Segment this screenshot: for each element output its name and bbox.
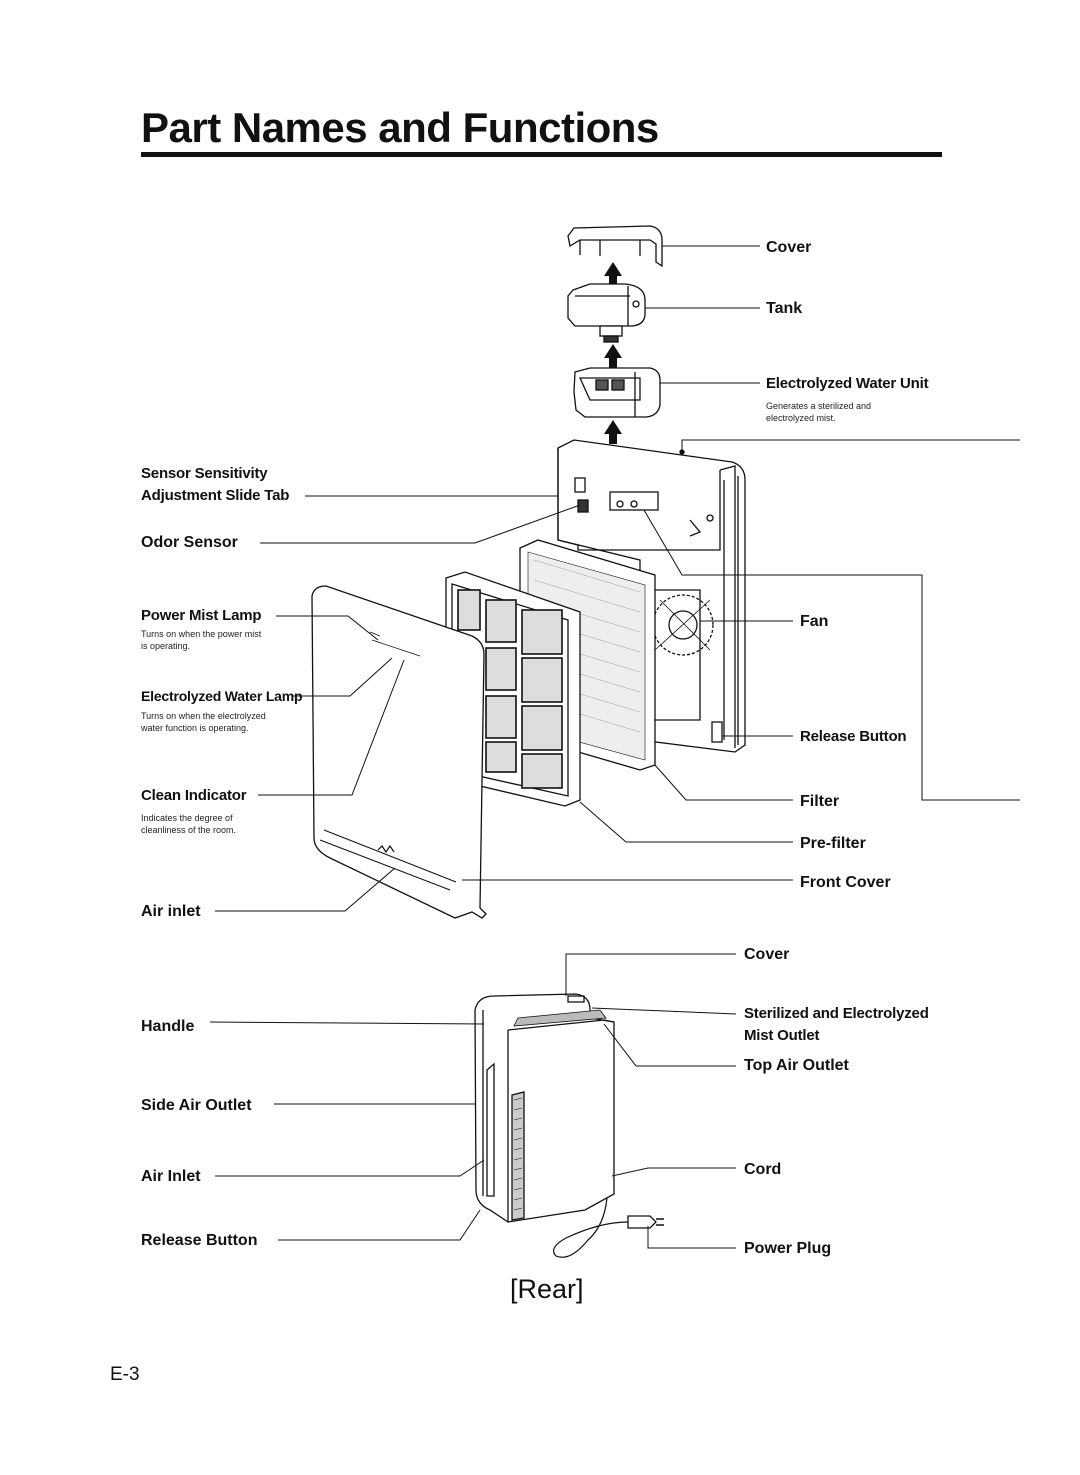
label-tank: Tank: [766, 300, 803, 317]
label-top-air-outlet: Top Air Outlet: [744, 1057, 849, 1074]
label-rear-cover: Cover: [744, 946, 790, 963]
label-odor-sensor: Odor Sensor: [141, 534, 238, 551]
front-cover-illustration: [311, 585, 487, 919]
note-clean-indicator-1: Indicates the degree of: [141, 813, 233, 823]
tank-illustration: [567, 283, 646, 343]
label-electrolyzed-water-unit: Electrolyzed Water Unit: [766, 375, 929, 392]
label-filter: Filter: [800, 793, 840, 810]
label-rear-release-button: Release Button: [141, 1232, 258, 1249]
rear-caption: [Rear]: [510, 1274, 584, 1304]
title-rule: [141, 152, 942, 157]
arrow-up-icon: [604, 420, 622, 444]
leader-lines-rear: [209, 953, 737, 1249]
note-power-mist-lamp-1: Turns on when the power mist: [141, 629, 262, 639]
note-electrolyzed-water-unit-1: Generates a sterilized and: [766, 401, 872, 411]
leader-lines-right: [462, 245, 1020, 881]
electrolyzed-water-unit-illustration: [573, 367, 661, 418]
label-clean-indicator: Clean Indicator: [141, 787, 247, 804]
label-rear-air-inlet: Air Inlet: [141, 1168, 201, 1185]
label-fan: Fan: [800, 613, 829, 630]
label-release-button: Release Button: [800, 728, 907, 745]
arrow-up-icon: [604, 344, 622, 368]
label-pre-filter: Pre-filter: [800, 835, 866, 852]
label-handle: Handle: [141, 1018, 195, 1035]
label-side-air-outlet: Side Air Outlet: [141, 1097, 252, 1114]
label-mist-outlet-1: Sterilized and Electrolyzed: [744, 1005, 929, 1022]
note-power-mist-lamp-2: is operating.: [141, 641, 191, 651]
label-mist-outlet-2: Mist Outlet: [744, 1027, 820, 1044]
leader-lines-left: [215, 495, 581, 912]
label-cover: Cover: [766, 239, 812, 256]
note-electrolyzed-water-lamp-1: Turns on when the electrolyzed: [141, 711, 266, 721]
note-clean-indicator-2: cleanliness of the room.: [141, 825, 237, 835]
label-sensor-sensitivity-1: Sensor Sensitivity: [141, 465, 268, 482]
rear-unit-illustration: [474, 993, 664, 1258]
label-power-mist-lamp: Power Mist Lamp: [141, 607, 262, 624]
label-cord: Cord: [744, 1161, 782, 1178]
label-air-inlet: Air inlet: [141, 903, 201, 920]
arrow-up-icon: [604, 262, 622, 288]
label-front-cover: Front Cover: [800, 874, 891, 891]
label-electrolyzed-water-lamp: Electrolyzed Water Lamp: [141, 688, 303, 704]
note-electrolyzed-water-lamp-2: water function is operating.: [141, 723, 249, 733]
label-power-plug: Power Plug: [744, 1240, 832, 1257]
cover-part-illustration: [567, 225, 663, 268]
label-sensor-sensitivity-2: Adjustment Slide Tab: [141, 487, 290, 504]
note-electrolyzed-water-unit-2: electrolyzed mist.: [766, 413, 836, 423]
page-number: E-3: [110, 1364, 140, 1385]
page-title: Part Names and Functions: [141, 104, 659, 151]
